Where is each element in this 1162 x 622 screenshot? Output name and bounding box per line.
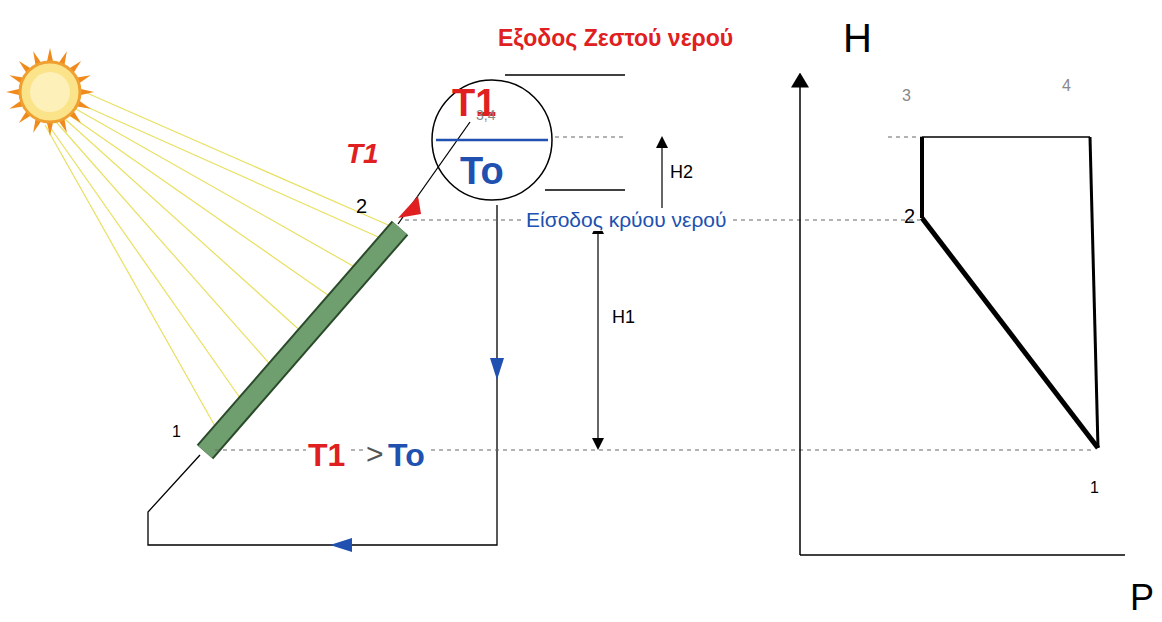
point-number: 1 <box>172 424 181 440</box>
temperature-label: T1 <box>306 438 347 472</box>
outlet-label: Εξοδος Ζεστού νερού <box>496 26 735 51</box>
solar-collector <box>205 228 400 452</box>
cold-flow-arrow <box>490 358 504 380</box>
point-number: 4 <box>1062 78 1071 94</box>
storage-tank: T13,4To <box>430 78 554 202</box>
comparison-sign: > <box>364 438 386 470</box>
axis-label: H <box>843 18 872 58</box>
point-number: 2 <box>904 206 915 226</box>
return-flow-arrow <box>330 538 352 552</box>
sun-rays <box>45 90 395 435</box>
tank-connections <box>505 75 625 190</box>
temperature-label: To <box>460 152 504 190</box>
sun <box>6 48 94 136</box>
point-number: 3 <box>902 88 911 104</box>
inlet-label: Είσοδος κρύου νερού <box>524 208 729 231</box>
temperature-label: To <box>386 438 427 472</box>
pipes <box>148 122 497 545</box>
dimension-label: H2 <box>670 163 693 181</box>
axis-label: P <box>1130 580 1154 616</box>
temperature-label: T1 <box>346 140 379 168</box>
hot-flow-arrow <box>398 196 421 218</box>
h-p-chart <box>800 80 1125 555</box>
dimension-label: H1 <box>612 308 635 326</box>
point-number: 2 <box>356 196 367 216</box>
dimension-arrows <box>598 142 662 444</box>
point-number: 3,4 <box>476 108 495 122</box>
point-number: 1 <box>1090 480 1099 496</box>
reference-lines <box>215 137 1095 450</box>
